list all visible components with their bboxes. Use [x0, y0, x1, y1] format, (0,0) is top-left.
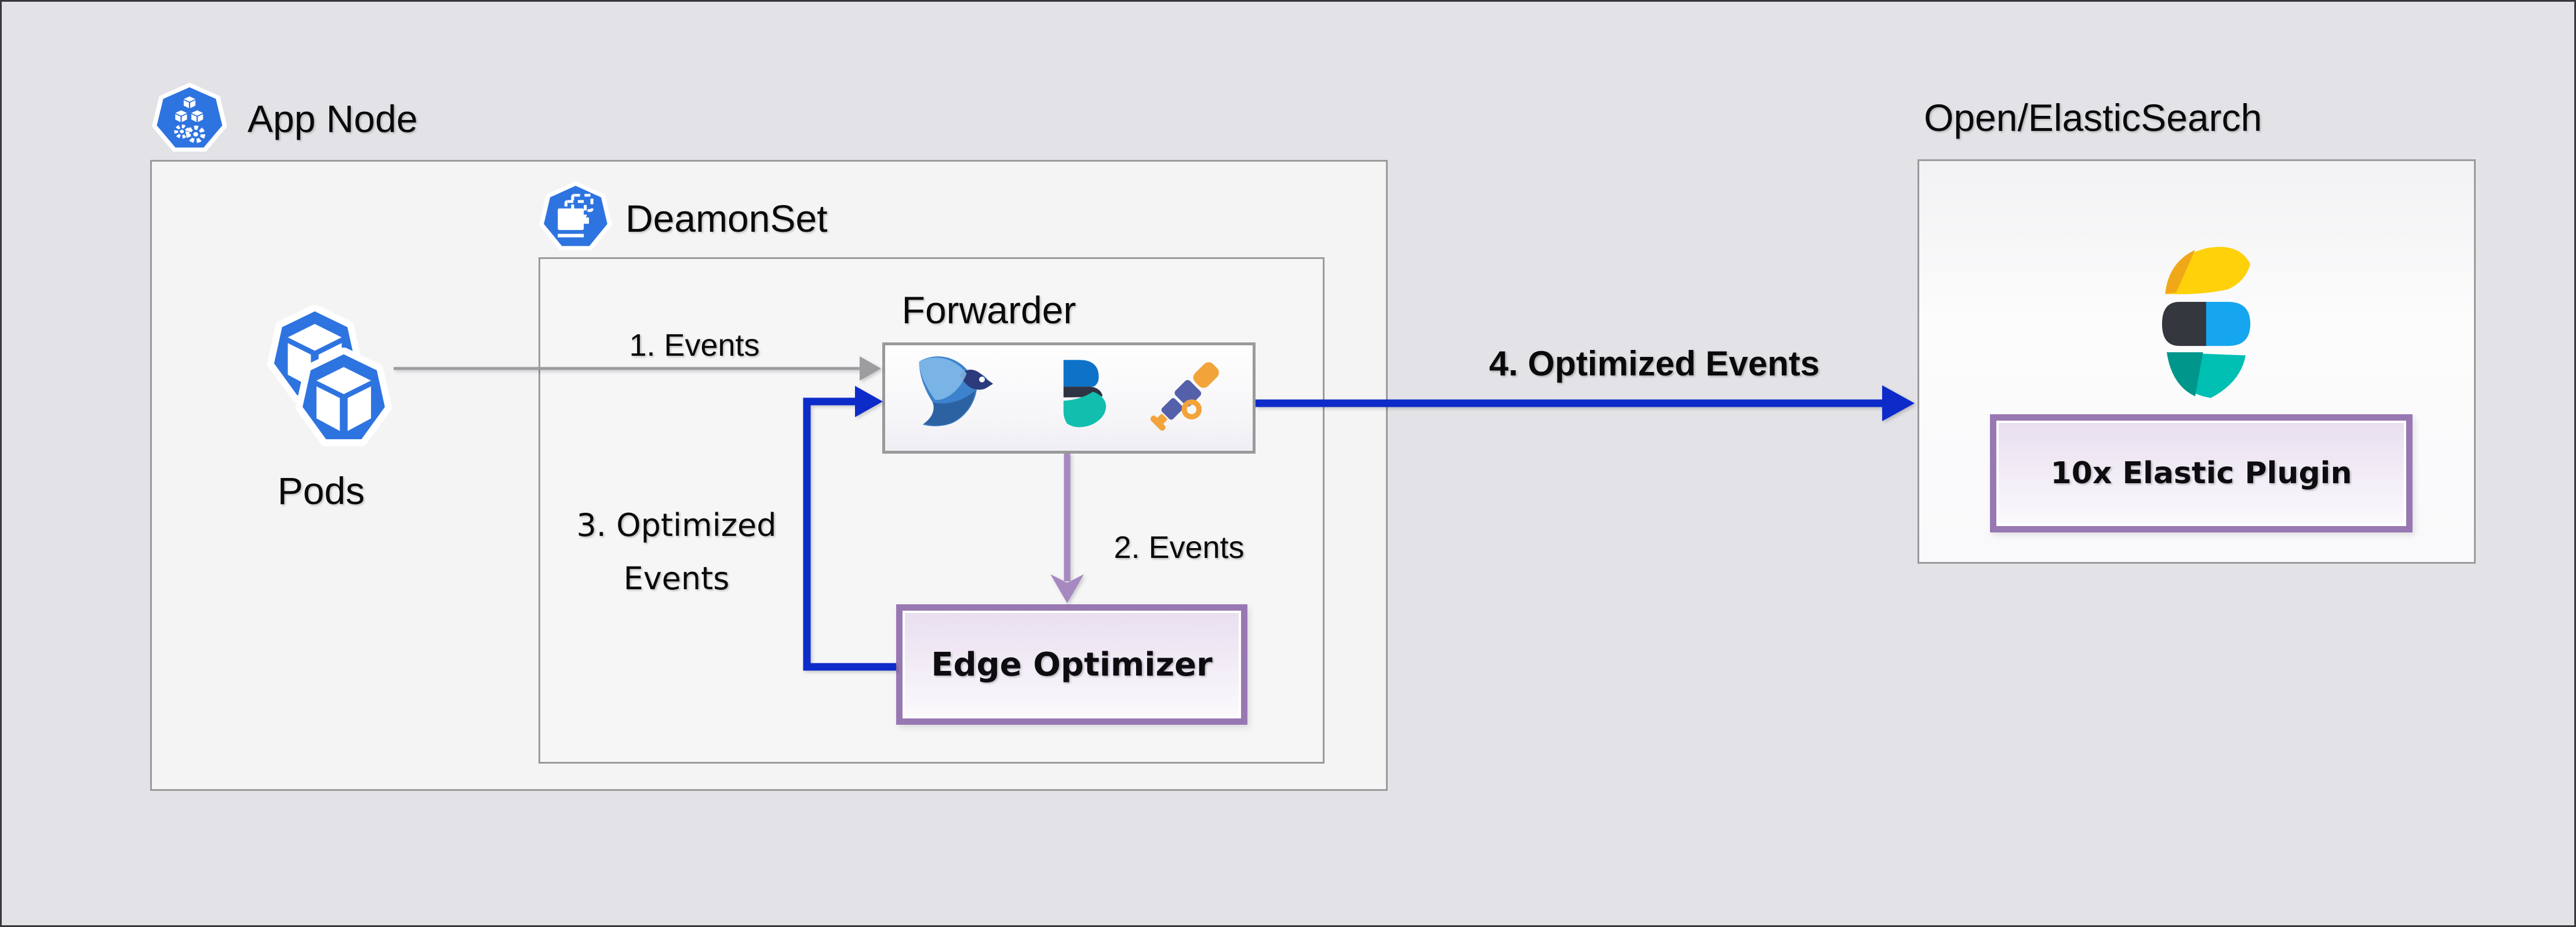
open-elasticsearch-label: Open/ElasticSearch [1924, 96, 2262, 139]
elastic-logo-icon [2162, 247, 2251, 398]
flow-label-optimized-events-3: 3. Optimized Events [576, 507, 777, 597]
kubernetes-node-icon [152, 83, 227, 152]
edge-optimizer-label: Edge Optimizer [931, 645, 1213, 684]
flow-label-optimized-events-4: 4. Optimized Events [1489, 344, 1820, 383]
forwarder-label: Forwarder [901, 289, 1076, 331]
edge-optimizer-box: Edge Optimizer [896, 604, 1247, 725]
flow-label-events-2: 2. Events [1114, 530, 1245, 565]
pods-label: Pods [277, 469, 365, 512]
daemonset-label: DeamonSet [625, 197, 828, 240]
kubernetes-daemonset-icon [539, 181, 612, 250]
fluent-bit-logo-icon [919, 356, 994, 426]
elastic-plugin-box: 10x Elastic Plugin [1990, 414, 2413, 532]
flow-label-events-1: 1. Events [629, 328, 760, 363]
elastic-beats-logo-icon [1063, 360, 1107, 428]
app-node-label: App Node [248, 97, 418, 140]
kubernetes-pod-icon [295, 348, 392, 446]
elastic-plugin-label: 10x Elastic Plugin [2050, 456, 2352, 491]
telescope-logo-icon [1150, 362, 1219, 431]
